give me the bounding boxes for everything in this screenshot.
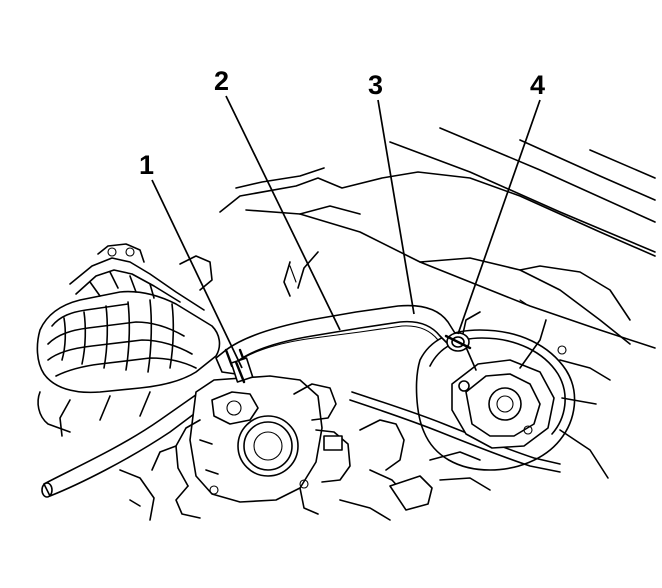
leader-1: [151, 179, 243, 369]
leader-4: [457, 99, 541, 335]
callout-1: 1: [139, 150, 154, 180]
callout-3: 3: [368, 70, 383, 100]
intake-manifold: [36, 243, 221, 437]
pcv-hose: [215, 304, 459, 375]
leader-2: [225, 95, 341, 331]
leader-lines: [151, 95, 541, 369]
callout-2: 2: [214, 66, 229, 96]
lower-fittings: [339, 419, 491, 521]
booster-mount: [451, 311, 609, 479]
hood-panel-lines: [219, 127, 656, 349]
hose-clamp-intake: [230, 357, 254, 384]
callout-labels: 1 2 3 4: [139, 66, 545, 180]
hose-grommet-valve-cover: [444, 332, 472, 352]
leader-3: [377, 99, 415, 315]
callout-4: 4: [530, 70, 545, 100]
throttle-body: [119, 375, 351, 521]
wire-harness: [349, 329, 611, 473]
